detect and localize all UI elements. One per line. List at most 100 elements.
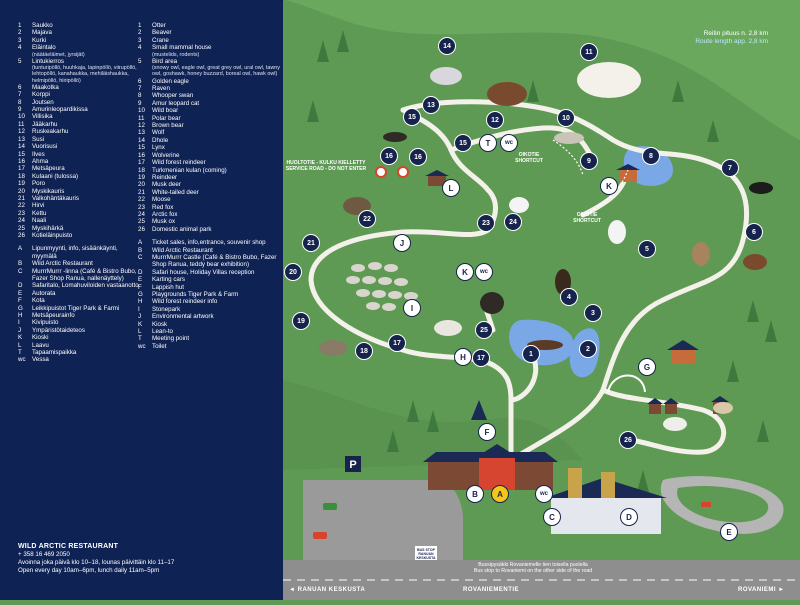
animal-marker-19[interactable]: 19 <box>292 312 310 330</box>
animal-marker-26[interactable]: 26 <box>619 431 637 449</box>
legend-text: Laavu <box>32 341 49 349</box>
legend-text: Brown bear <box>152 122 184 130</box>
animal-marker-24[interactable]: 24 <box>504 213 522 231</box>
legend-service-fi-item: D Safaritalo, Lomahuviloiden vastaanotto <box>18 282 140 289</box>
animal-marker-17[interactable]: 17 <box>472 349 490 367</box>
route-length-en: Route length app. 2,8 km <box>695 38 768 45</box>
legend-key: 4 <box>18 44 22 52</box>
playground-icon <box>607 374 646 393</box>
facility-marker-E[interactable]: E <box>720 523 738 541</box>
animal-marker-11[interactable]: 11 <box>580 43 598 61</box>
animal-marker-12[interactable]: 12 <box>486 111 504 129</box>
castle-building <box>545 468 667 534</box>
animal-marker-21[interactable]: 21 <box>302 234 320 252</box>
animal-marker-9[interactable]: 9 <box>580 152 598 170</box>
legend-key: D <box>18 282 23 290</box>
facility-marker-wc[interactable]: wc <box>500 134 518 152</box>
legend-text: Wild Arctic Restaurant <box>32 260 93 268</box>
eagle-owl-icon <box>692 242 710 266</box>
legend-text: Safari house, Holiday Villas reception <box>152 268 255 276</box>
legend-text: Dhole <box>152 136 169 144</box>
facility-marker-J[interactable]: J <box>393 234 411 252</box>
legend-key: G <box>138 291 143 299</box>
legend-text: Wolverine <box>152 151 180 159</box>
golden-eagle-icon <box>743 254 767 270</box>
animal-marker-8[interactable]: 8 <box>642 147 660 165</box>
animal-marker-15[interactable]: 15 <box>403 108 421 126</box>
legend-key: B <box>18 260 23 268</box>
raven-icon <box>749 182 773 194</box>
legend-text: Jääkarhu <box>32 120 58 128</box>
facility-marker-G[interactable]: G <box>638 358 656 376</box>
legend-text: Vessa <box>32 356 49 364</box>
animal-marker-15[interactable]: 15 <box>454 134 472 152</box>
legend-key: 3 <box>18 36 22 44</box>
facility-marker-K[interactable]: K <box>600 177 618 195</box>
animal-marker-22[interactable]: 22 <box>358 210 376 228</box>
legend-text: Safaritalo, Lomahuviloiden vastaanotto <box>32 282 139 290</box>
facility-marker-wc[interactable]: wc <box>535 485 553 503</box>
animal-marker-16[interactable]: 16 <box>409 148 427 166</box>
animal-marker-7[interactable]: 7 <box>721 159 739 177</box>
legend-key: 5 <box>138 57 142 65</box>
animal-marker-20[interactable]: 20 <box>284 263 302 281</box>
legend-key: 23 <box>138 203 145 211</box>
legend-key: 18 <box>138 166 145 174</box>
facility-marker-F[interactable]: F <box>478 423 496 441</box>
legend-text: Kioski <box>32 334 49 342</box>
road-label-middle: ROVANIEMENTIE <box>463 587 520 593</box>
animal-marker-13[interactable]: 13 <box>422 96 440 114</box>
animal-marker-18[interactable]: 18 <box>355 342 373 360</box>
legend-text: Kivipuisto <box>32 319 59 327</box>
legend-text: Valkohäntäkauris <box>32 194 80 202</box>
legend-text: Moose <box>152 196 171 204</box>
animal-marker-4[interactable]: 4 <box>560 288 578 306</box>
facility-marker-D[interactable]: D <box>620 508 638 526</box>
facility-marker-B[interactable]: B <box>466 485 484 503</box>
animal-marker-14[interactable]: 14 <box>438 37 456 55</box>
animal-marker-16[interactable]: 16 <box>380 147 398 165</box>
facility-marker-T[interactable]: T <box>479 134 497 152</box>
legend-text: Metsäpeurainfo <box>32 312 75 320</box>
legend-key: A <box>18 245 23 253</box>
animal-marker-23[interactable]: 23 <box>477 214 495 232</box>
animal-marker-2[interactable]: 2 <box>579 340 597 358</box>
legend-text: Vuorisusi <box>32 143 58 151</box>
legend-text: Wild boar <box>152 107 179 115</box>
facility-marker-I[interactable]: I <box>403 299 421 317</box>
legend-key: 18 <box>18 172 25 180</box>
facility-marker-L[interactable]: L <box>442 179 460 197</box>
animal-marker-3[interactable]: 3 <box>584 304 602 322</box>
animal-marker-1[interactable]: 1 <box>522 345 540 363</box>
facility-marker-wc[interactable]: wc <box>475 263 493 281</box>
animal-marker-10[interactable]: 10 <box>557 109 575 127</box>
zoo-map[interactable]: P Reitin pituus n. 2,8 km Route length a… <box>283 0 800 600</box>
animal-marker-6[interactable]: 6 <box>745 223 763 241</box>
legend-key: 6 <box>18 83 22 91</box>
legend-text: Wild Arctic Restaurant <box>152 246 213 254</box>
facility-marker-K[interactable]: K <box>456 263 474 281</box>
facility-marker-H[interactable]: H <box>454 348 472 366</box>
animal-marker-25[interactable]: 25 <box>475 321 493 339</box>
animal-marker-5[interactable]: 5 <box>638 240 656 258</box>
parking-area <box>303 480 463 560</box>
facility-marker-C[interactable]: C <box>543 508 561 526</box>
legend-key: 10 <box>18 113 25 121</box>
facility-marker-A[interactable]: A <box>491 485 509 503</box>
animal-marker-17[interactable]: 17 <box>388 334 406 352</box>
